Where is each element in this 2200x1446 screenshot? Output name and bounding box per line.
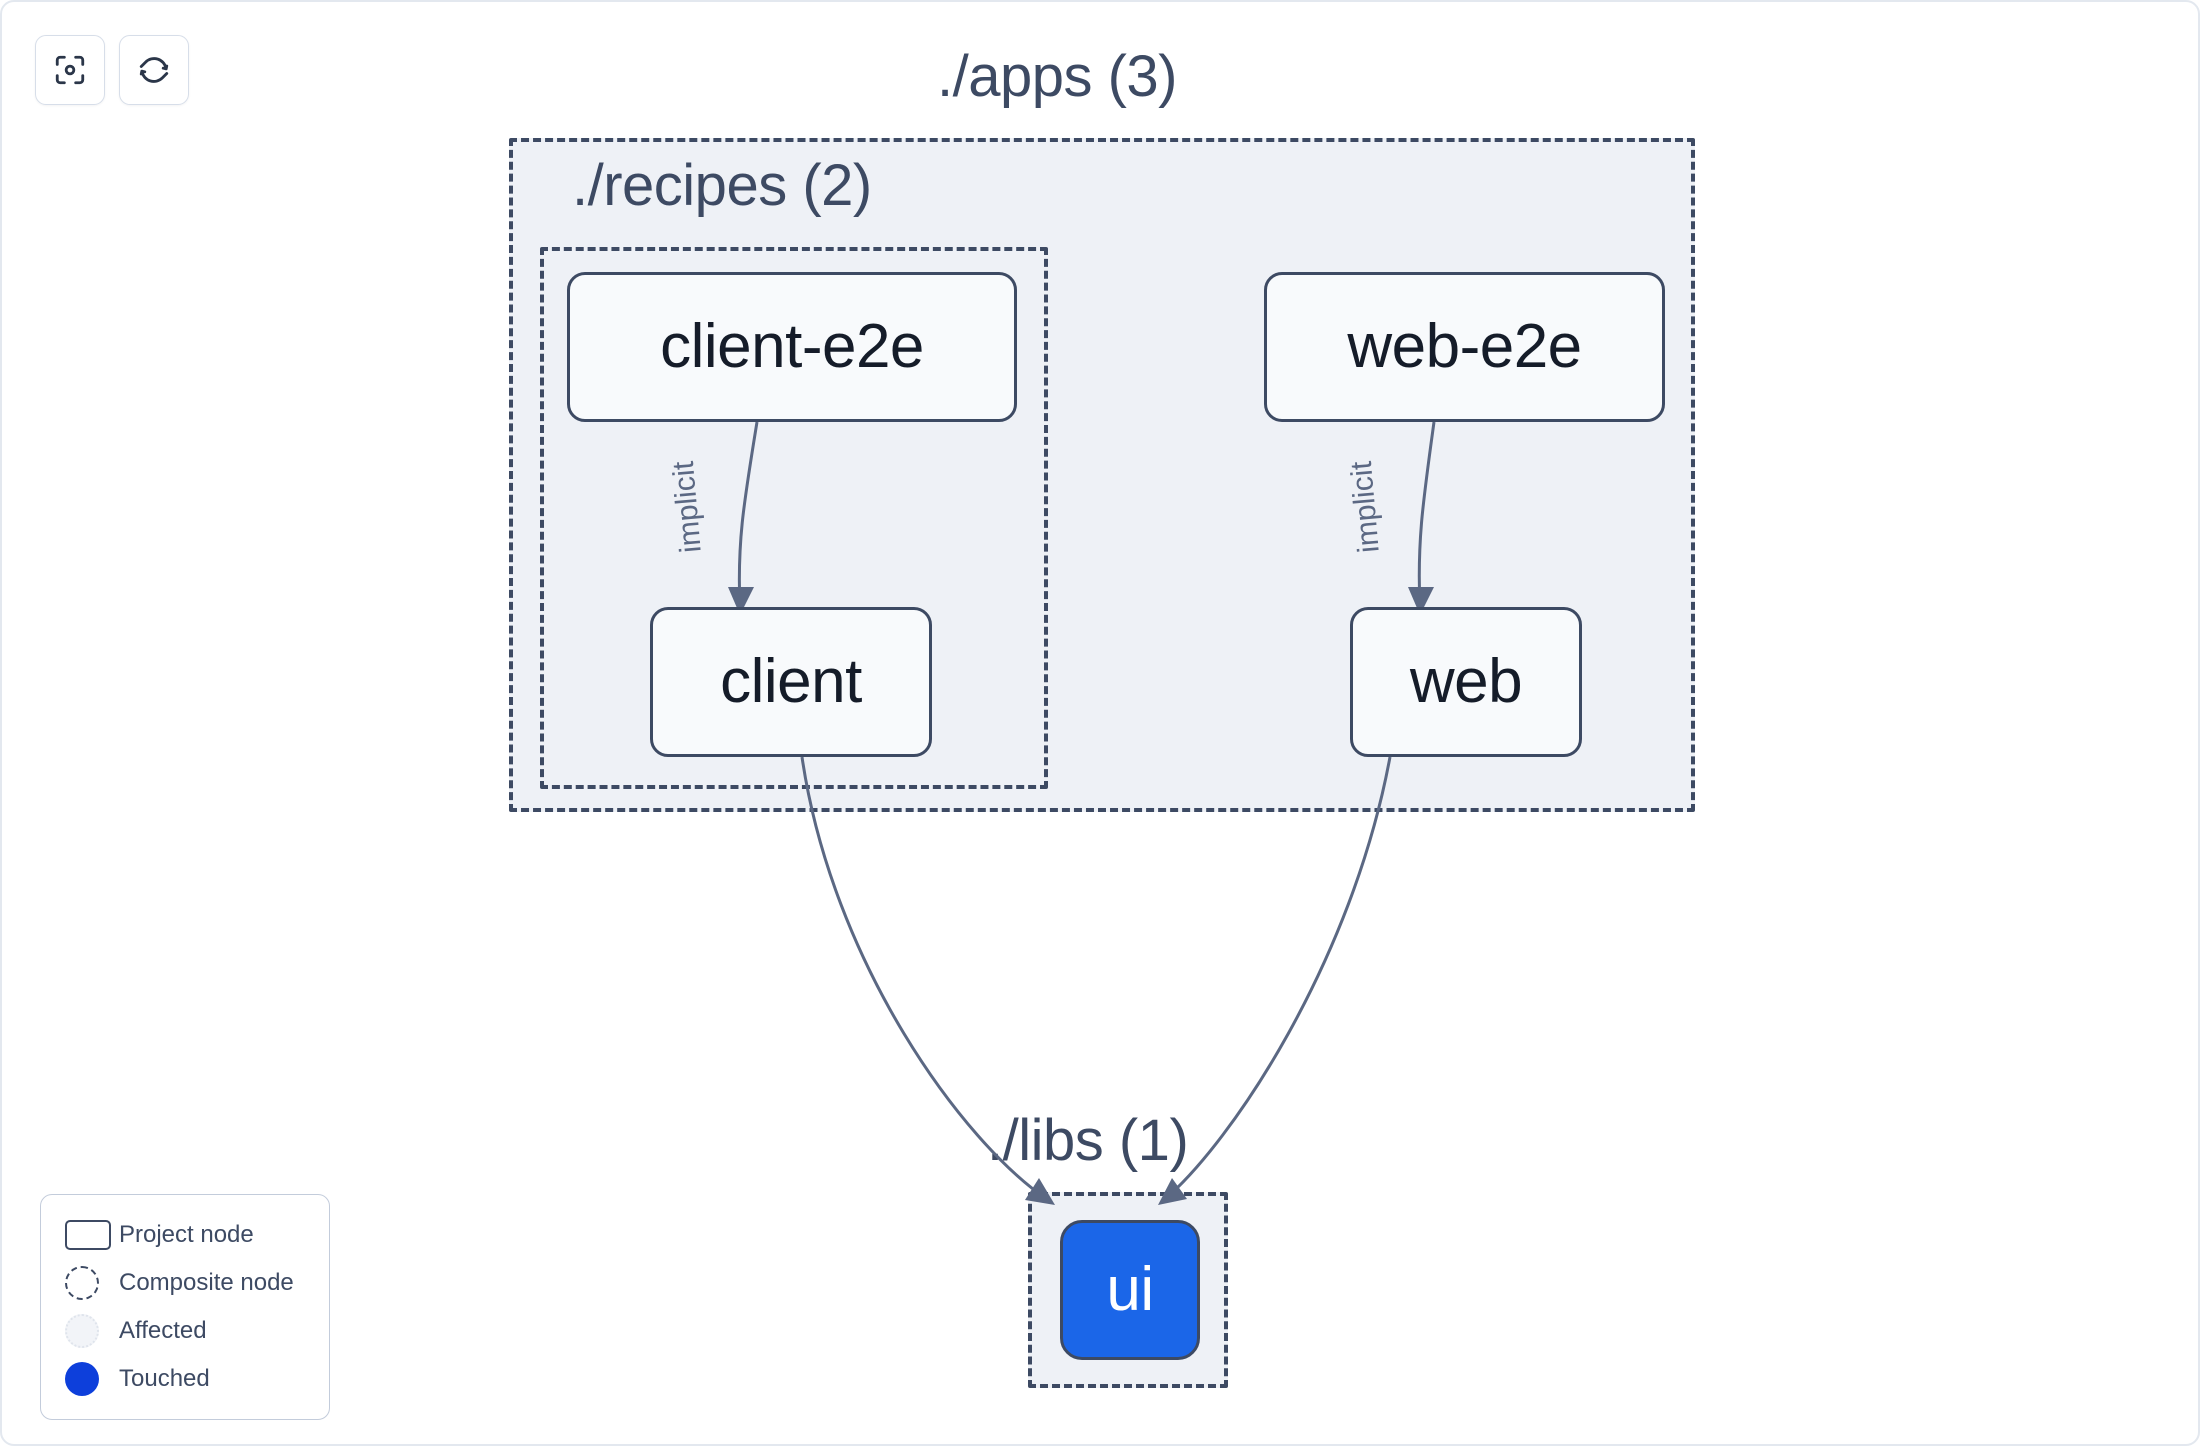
refresh-button[interactable] bbox=[119, 35, 189, 105]
affected-swatch bbox=[59, 1314, 119, 1348]
legend-item-label: Affected bbox=[119, 1317, 207, 1344]
legend-item: Project node bbox=[59, 1211, 311, 1259]
project-node-label: client bbox=[720, 647, 862, 716]
project-node-client[interactable]: client bbox=[650, 607, 932, 757]
graph-legend: Project node Composite node Affected Tou… bbox=[40, 1194, 330, 1420]
legend-item: Affected bbox=[59, 1307, 311, 1355]
edge-label-implicit-client: implicit bbox=[666, 459, 708, 555]
legend-item: Touched bbox=[59, 1355, 311, 1403]
group-label-apps: ./apps (3) bbox=[937, 44, 1178, 109]
project-node-ui[interactable]: ui bbox=[1060, 1220, 1200, 1360]
legend-item-label: Touched bbox=[119, 1365, 210, 1392]
group-label-libs: ./libs (1) bbox=[987, 1108, 1189, 1173]
project-node-label: ui bbox=[1106, 1255, 1154, 1324]
project-node-label: client-e2e bbox=[660, 312, 924, 381]
focus-target-button[interactable] bbox=[35, 35, 105, 105]
legend-item-label: Composite node bbox=[119, 1269, 294, 1296]
refresh-icon bbox=[137, 53, 171, 87]
edge-path bbox=[1163, 756, 1392, 1202]
touched-swatch bbox=[59, 1362, 119, 1396]
edge-label-implicit-web: implicit bbox=[1344, 459, 1386, 555]
composite-node-swatch bbox=[59, 1266, 119, 1300]
project-node-label: web-e2e bbox=[1347, 312, 1582, 381]
project-node-client-e2e[interactable]: client-e2e bbox=[567, 272, 1017, 422]
project-node-web-e2e[interactable]: web-e2e bbox=[1264, 272, 1665, 422]
edge-web-to-ui bbox=[1158, 756, 1392, 1205]
graph-toolbar bbox=[35, 35, 189, 105]
project-node-swatch bbox=[59, 1220, 119, 1250]
project-node-web[interactable]: web bbox=[1350, 607, 1582, 757]
focus-target-icon bbox=[53, 53, 87, 87]
legend-item: Composite node bbox=[59, 1259, 311, 1307]
project-node-label: web bbox=[1409, 647, 1523, 716]
legend-item-label: Project node bbox=[119, 1221, 254, 1248]
group-label-recipes: ./recipes (2) bbox=[572, 153, 872, 218]
